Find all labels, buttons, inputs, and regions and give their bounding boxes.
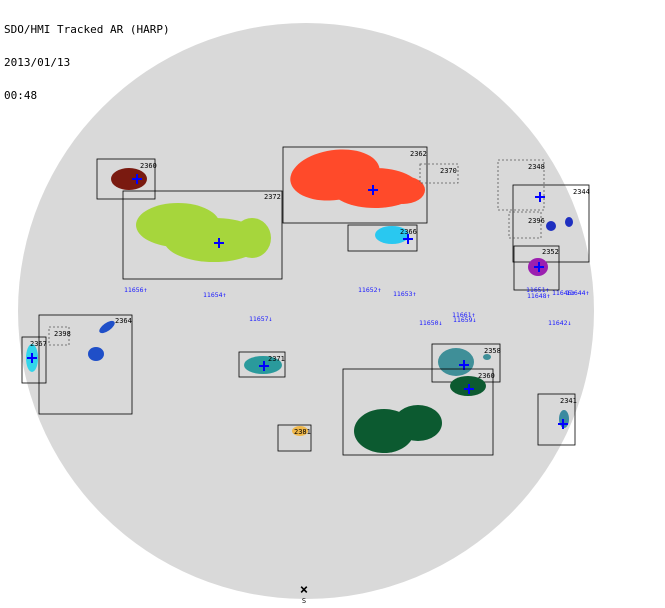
harp-patch: [381, 176, 425, 204]
harp-bounding-box: [96, 158, 156, 200]
harp-patch: [375, 226, 409, 244]
harp-patch: [546, 221, 556, 231]
harp-id-label: 2358: [484, 347, 501, 355]
harp-bounding-box: [347, 224, 418, 252]
noaa-ar-label: 11659↓: [453, 316, 476, 324]
harp-id-label: 2360: [478, 372, 495, 380]
harp-patch: [99, 320, 115, 334]
harp-id-label: 2364: [115, 317, 132, 325]
harp-bounding-box: [512, 184, 590, 263]
noaa-ar-label: 11650↓: [419, 319, 442, 327]
harp-id-label: 2398: [54, 330, 71, 338]
harp-region-2398: 2398: [48, 326, 71, 346]
harp-bounding-box: [513, 245, 560, 291]
harp-id-label: 2360: [140, 162, 157, 170]
harp-id-label: 2362: [410, 150, 427, 158]
harp-bounding-box: [342, 368, 494, 456]
centroid-marker: [459, 360, 469, 370]
harp-id-label: 2381: [294, 428, 311, 436]
noaa-ar-label: 11656↑: [124, 286, 147, 294]
harp-region-2341: 2341: [537, 393, 577, 446]
noaa-ar-label: 11648↑: [527, 292, 550, 300]
harp-bounding-box: [122, 190, 283, 280]
harp-bounding-box: [238, 351, 286, 378]
harp-region-2360: 2360: [342, 368, 495, 456]
harp-id-label: 2344: [573, 188, 590, 196]
noaa-ar-label: 11661↑: [452, 311, 475, 319]
harp-region-2352: 2352: [513, 245, 560, 291]
harp-bounding-box: [38, 314, 133, 415]
noaa-ar-label: 11642↓: [548, 319, 571, 327]
harp-bounding-box: [277, 424, 312, 452]
harp-region-2364: 2364: [38, 314, 133, 415]
harp-id-label: 2367: [30, 340, 47, 348]
harp-region-2372: 2372: [122, 190, 283, 280]
harp-region-2360: 2360: [96, 158, 157, 200]
noaa-ar-label: 11652↑: [358, 286, 381, 294]
centroid-marker: [214, 238, 224, 248]
plot-date: 2013/01/13: [4, 56, 71, 69]
noaa-ar-label: 11654↑: [203, 291, 226, 299]
harp-patch: [292, 426, 308, 436]
harp-region-2362: 2362: [282, 146, 428, 224]
harp-patch: [88, 347, 104, 361]
harp-id-label: 2366: [400, 228, 417, 236]
harp-region-2366: 2366: [347, 224, 418, 252]
harp-region-2396: 2396: [508, 211, 545, 239]
harp-region-2367: 2367: [21, 336, 47, 384]
harp-region-2370: 2370: [419, 163, 459, 184]
noaa-ar-label: 11657↓: [249, 315, 272, 323]
noaa-ar-label: 11651↑: [526, 286, 549, 294]
harp-id-label: 2372: [264, 193, 281, 201]
harp-bounding-box: [537, 393, 576, 446]
harp-patch: [394, 405, 442, 441]
harp-patch: [565, 217, 573, 227]
centroid-marker: [535, 192, 545, 202]
harp-region-2381: 2381: [277, 424, 312, 452]
harp-id-label: 2371: [268, 355, 285, 363]
harp-id-label: 2370: [440, 167, 457, 175]
noaa-ar-label: 11653↑: [393, 290, 416, 298]
centroid-marker: [403, 234, 413, 244]
harp-bounding-box: [282, 146, 428, 224]
harp-id-label: 2396: [528, 217, 545, 225]
noaa-ar-label: 11646↑: [552, 289, 575, 297]
noaa-ar-label: 11644↑: [566, 289, 589, 297]
harp-region-2371: 2371: [238, 351, 286, 378]
centroid-marker: [558, 419, 568, 429]
plot-title: SDO/HMI Tracked AR (HARP): [4, 23, 170, 36]
harp-bounding-box: [419, 163, 459, 184]
harp-id-label: 2348: [528, 163, 545, 171]
harp-patch: [111, 168, 147, 190]
centroid-marker: [132, 174, 142, 184]
plot-header: SDO/HMI Tracked AR (HARP) 2013/01/13 00:…: [4, 2, 170, 112]
harp-id-label: 2352: [542, 248, 559, 256]
harp-bounding-box: [48, 326, 70, 346]
harp-region-2348: 2348: [497, 159, 545, 211]
plot-time: 00:48: [4, 89, 38, 102]
centroid-marker: [27, 353, 37, 363]
south-pole-marker: ×: [300, 582, 308, 598]
harp-bounding-box: [508, 211, 542, 239]
harp-patch: [438, 348, 474, 376]
harp-bounding-box: [21, 336, 47, 384]
centroid-marker: [259, 361, 269, 371]
harp-patch: [233, 218, 271, 258]
centroid-marker: [534, 262, 544, 272]
south-pole-label: S: [302, 597, 306, 605]
harp-id-label: 2341: [560, 397, 577, 405]
harp-patch: [483, 354, 491, 360]
harp-region-2344: 2344: [512, 184, 590, 263]
centroid-marker: [464, 384, 474, 394]
centroid-marker: [368, 185, 378, 195]
